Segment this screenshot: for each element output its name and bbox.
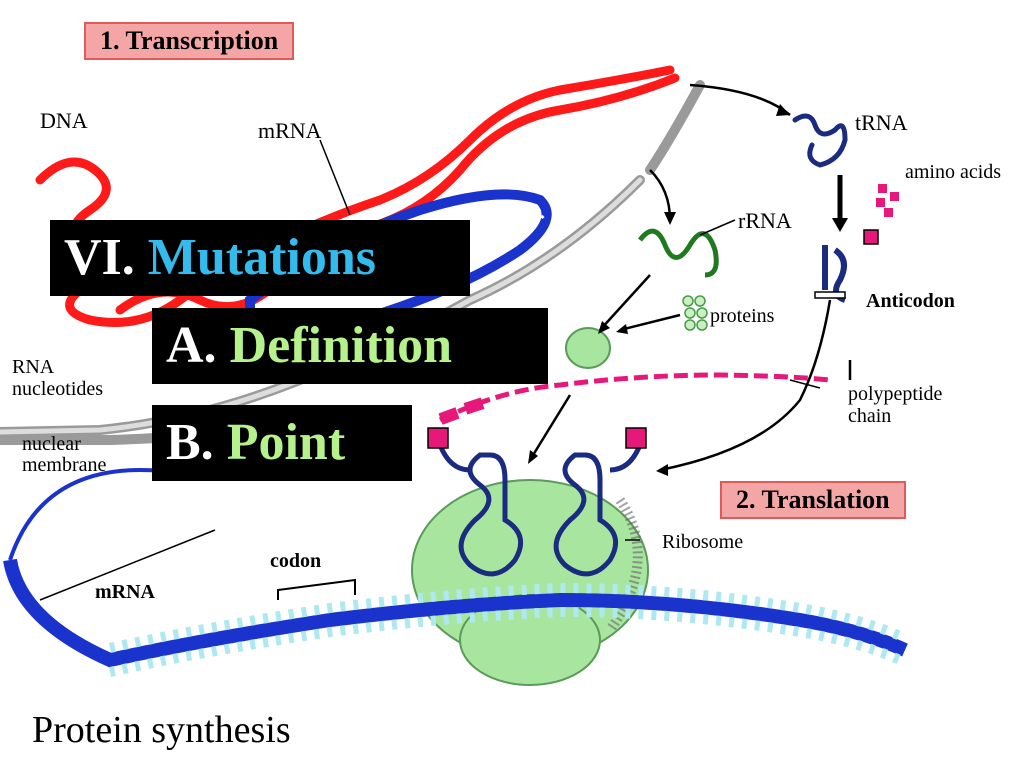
trna-molecule — [792, 113, 848, 168]
proteins-cluster — [682, 295, 708, 331]
proteins-label: proteins — [710, 305, 775, 327]
nuclear-membrane-label-line1: nuclear — [22, 433, 81, 455]
ribosome-trnas — [437, 444, 643, 577]
amino-acids-label: amino acids — [905, 161, 1001, 183]
rrna-label: rRNA — [738, 208, 792, 233]
rrna-molecule — [638, 228, 719, 278]
rna-nucleotides-label-line1: RNA — [12, 356, 55, 378]
label-leader-lines — [39, 139, 821, 601]
trna-label: tRNA — [855, 110, 908, 135]
mrna-top-label: mRNA — [258, 118, 322, 143]
transcription-stage-box: 1. Transcription — [84, 22, 295, 60]
arrow-heads — [528, 104, 848, 476]
ribosome — [411, 479, 649, 686]
polypeptide-chain-label-line1: polypeptide — [848, 383, 943, 405]
main-heading: VI. Mutations — [50, 220, 470, 296]
diagram-caption: Protein synthesis — [32, 709, 291, 751]
subheading-definition-text: Definition — [229, 317, 453, 374]
process-arrows — [528, 83, 852, 472]
ribosome-amino-acids — [427, 427, 647, 449]
translation-stage-label: 2. Translation — [736, 485, 890, 514]
charged-trna — [814, 229, 879, 303]
polypeptide-chain-label-line2: chain — [848, 405, 891, 427]
mrna-bottom-label: mRNA — [95, 581, 156, 603]
subheading-definition: A. Definition — [152, 308, 548, 384]
subheading-point-prefix: B. — [166, 414, 214, 471]
subheading-point: B. Point — [152, 405, 412, 481]
polypeptide-chain — [438, 372, 831, 425]
codon-label: codon — [270, 550, 321, 572]
codon-bracket — [277, 578, 356, 600]
nuclear-membrane-label-line2: membrane — [22, 454, 107, 476]
translation-stage-box: 2. Translation — [720, 481, 906, 519]
anticodon-label: Anticodon — [866, 290, 955, 312]
ribosome-label: Ribosome — [662, 531, 743, 553]
transcription-stage-label: 1. Transcription — [100, 26, 279, 55]
mrna-strand — [3, 467, 908, 677]
dna-label: DNA — [40, 108, 88, 133]
main-heading-text: Mutations — [147, 229, 377, 286]
amino-acid-cluster — [876, 184, 899, 217]
ribosome-subunit — [565, 327, 611, 369]
subheading-definition-prefix: A. — [166, 317, 217, 374]
rna-nucleotides-label-line2: nucleotides — [12, 378, 103, 400]
subheading-point-text: Point — [226, 414, 346, 471]
main-heading-prefix: VI. — [64, 229, 135, 286]
